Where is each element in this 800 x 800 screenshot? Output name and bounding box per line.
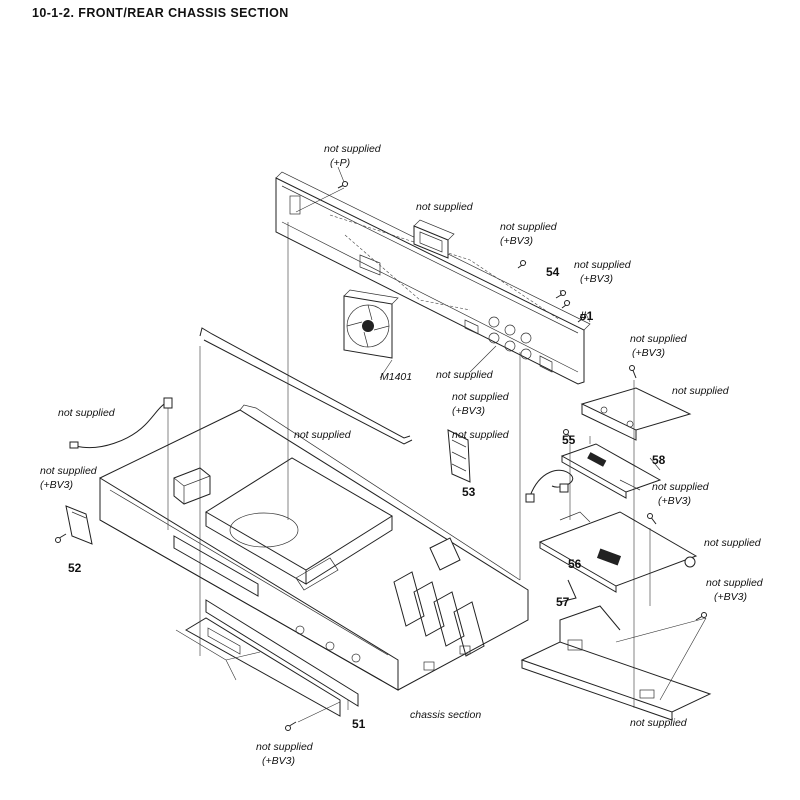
part-number-55: 55 xyxy=(562,433,576,447)
board-56 xyxy=(538,511,698,593)
front-panel-51 xyxy=(185,599,359,731)
part-number-57: 57 xyxy=(556,595,570,609)
label-not-supplied-bv3-54: not supplied xyxy=(574,259,632,271)
label-p-screw-code: (+P) xyxy=(330,157,350,169)
label-bv3-57-code: (+BV3) xyxy=(714,591,747,603)
label-not-supplied-wire: not supplied xyxy=(58,407,116,419)
label-not-supplied-bv3-57: not supplied xyxy=(706,577,764,589)
label-bv3-51-code: (+BV3) xyxy=(262,755,295,767)
board-55 xyxy=(560,443,662,499)
main-chassis xyxy=(99,404,529,691)
wire-harness xyxy=(69,397,173,449)
ribbon-cable-53 xyxy=(447,429,471,483)
cable-55 xyxy=(525,469,574,503)
label-not-supplied-bottom-right: not supplied xyxy=(630,717,688,729)
right-screws xyxy=(563,365,657,525)
label-not-supplied-bv3-55: not supplied xyxy=(452,391,510,403)
part-number-52: 52 xyxy=(68,561,82,575)
bracket-57 xyxy=(520,579,712,721)
connector-part xyxy=(413,219,455,259)
label-not-supplied-bv3-51: not supplied xyxy=(256,741,314,753)
part-number-51: 51 xyxy=(352,717,366,731)
leader-lines xyxy=(167,166,707,723)
fan-m1401 xyxy=(343,289,399,359)
part-number-56: 56 xyxy=(568,557,582,571)
label-not-supplied-p: not supplied xyxy=(324,143,382,155)
rod-part xyxy=(199,327,413,445)
label-not-supplied-56-right: not supplied xyxy=(704,537,762,549)
part-number-h1: #1 xyxy=(580,309,594,323)
label-bv3-52-code: (+BV3) xyxy=(40,479,73,491)
label-not-supplied-cable-55: not supplied xyxy=(452,429,510,441)
bracket-52 xyxy=(55,505,93,545)
label-bv3-55-code: (+BV3) xyxy=(452,405,485,417)
label-not-supplied-bv3-56: not supplied xyxy=(652,481,710,493)
label-bv3-right-code: (+BV3) xyxy=(632,347,665,359)
diagram-title: 10-1-2. FRONT/REAR CHASSIS SECTION xyxy=(32,6,289,20)
part-number-53: 53 xyxy=(462,485,476,499)
label-bv3-top-code: (+BV3) xyxy=(500,235,533,247)
label-not-supplied-bv3-top: not supplied xyxy=(500,221,558,233)
label-not-supplied-connector: not supplied xyxy=(416,201,474,213)
label-not-supplied-bv3-52: not supplied xyxy=(40,465,98,477)
label-not-supplied-rod: not supplied xyxy=(294,429,352,441)
label-bv3-54-code: (+BV3) xyxy=(580,273,613,285)
label-chassis-section: chassis section xyxy=(410,709,481,721)
part-number-58: 58 xyxy=(652,453,666,467)
label-m1401: M1401 xyxy=(380,371,412,383)
label-not-supplied-board-right: not supplied xyxy=(672,385,730,397)
label-bv3-56-code: (+BV3) xyxy=(658,495,691,507)
part-number-54: 54 xyxy=(546,265,560,279)
label-not-supplied-bv3-right: not supplied xyxy=(630,333,688,345)
rear-screws xyxy=(337,181,587,323)
label-not-supplied-panel: not supplied xyxy=(436,369,494,381)
bracket-58 xyxy=(580,387,692,441)
